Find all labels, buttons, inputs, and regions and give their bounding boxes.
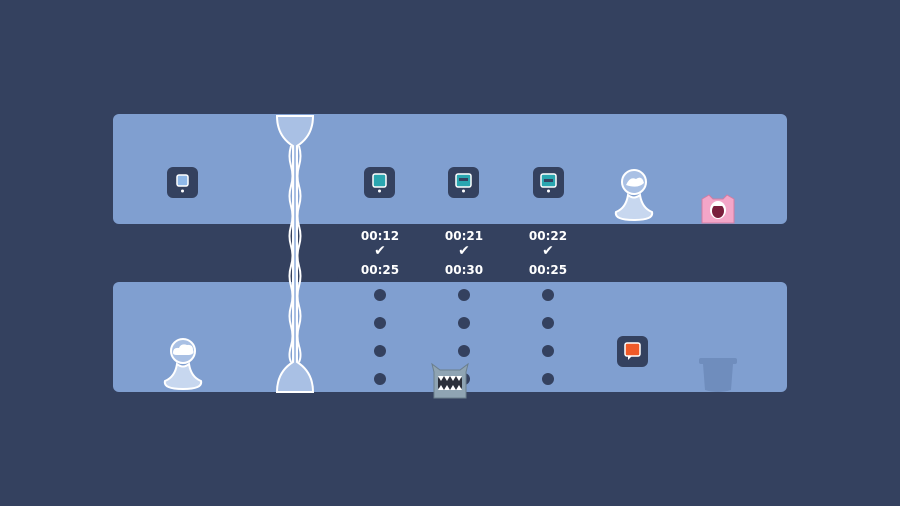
wall-center-block — [337, 224, 787, 282]
pot-silhouette-icon — [699, 358, 737, 392]
level-3-target-time: 00:25 — [528, 263, 568, 277]
level-1-icon — [372, 173, 387, 193]
hourglass-pillar-icon — [275, 115, 315, 393]
level-2-best-time: 00:21 — [444, 229, 484, 243]
level-tile-start[interactable] — [167, 167, 198, 198]
path-dot — [374, 317, 386, 329]
level-tile-2[interactable] — [448, 167, 479, 198]
wall-left-block — [113, 224, 253, 282]
level-3-icon — [540, 173, 557, 193]
pink-monster-icon[interactable] — [699, 193, 737, 227]
level-3-best-time: 00:22 — [528, 229, 568, 243]
level-1-target-time: 00:25 — [360, 263, 400, 277]
path-dot — [458, 317, 470, 329]
path-dot — [542, 289, 554, 301]
path-dot — [374, 289, 386, 301]
path-dot — [374, 373, 386, 385]
path-dot — [542, 373, 554, 385]
player-monster-icon[interactable] — [430, 362, 470, 400]
path-dot — [458, 289, 470, 301]
glass-pawn-bird-icon — [614, 169, 654, 222]
level-3-check-icon: ✔ — [542, 243, 554, 259]
level-tile-3[interactable] — [533, 167, 564, 198]
level-2-target-time: 00:30 — [444, 263, 484, 277]
path-dot — [542, 317, 554, 329]
level-2-check-icon: ✔ — [458, 243, 470, 259]
level-1-best-time: 00:12 — [360, 229, 400, 243]
speech-bubble-icon — [624, 342, 641, 360]
level-1-check-icon: ✔ — [374, 243, 386, 259]
level-2-icon — [455, 173, 472, 193]
level-tile-4[interactable] — [617, 336, 648, 367]
path-dot — [542, 345, 554, 357]
bulb-icon — [176, 174, 189, 193]
path-dot — [458, 345, 470, 357]
level-tile-1[interactable] — [364, 167, 395, 198]
glass-pawn-cloud-icon — [163, 338, 203, 391]
path-dot — [374, 345, 386, 357]
